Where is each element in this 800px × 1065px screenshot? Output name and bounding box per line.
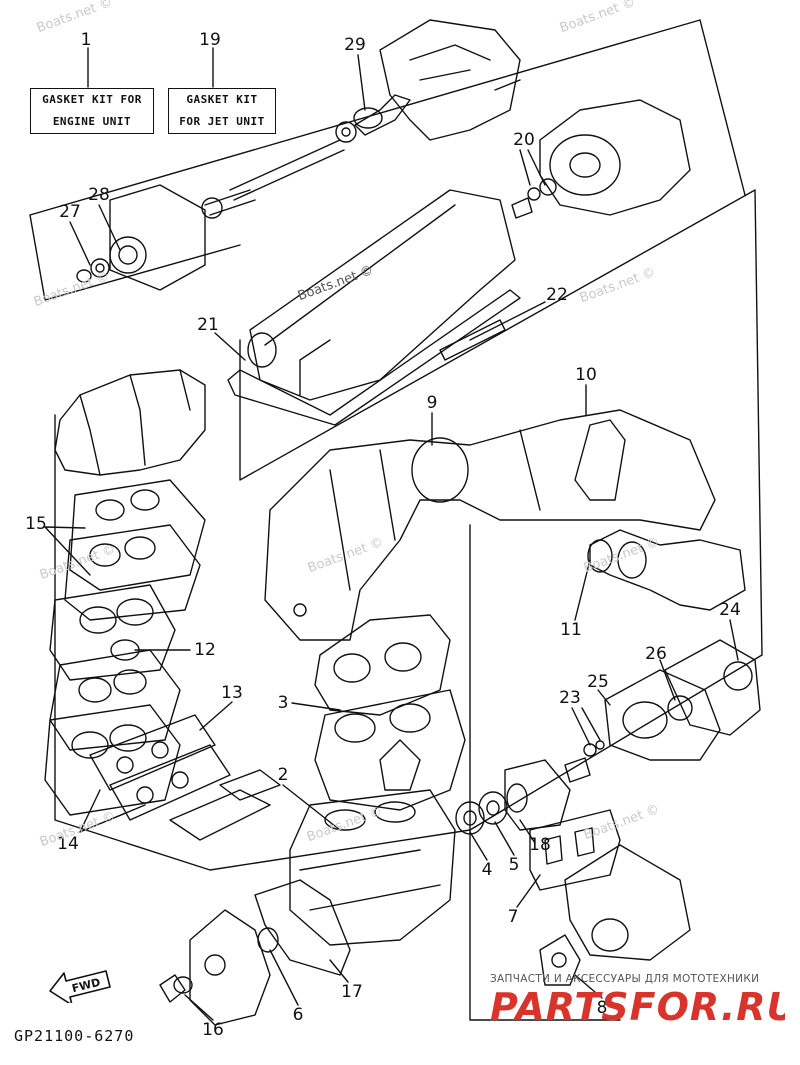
callout-26: 26 bbox=[645, 644, 667, 664]
callout-27: 27 bbox=[59, 202, 81, 222]
leader-27 bbox=[69, 221, 91, 266]
leader-13 bbox=[199, 701, 233, 731]
leader-7 bbox=[516, 874, 541, 908]
leader-18 bbox=[519, 819, 536, 844]
leader-11 bbox=[574, 559, 591, 621]
callout-13: 13 bbox=[221, 683, 243, 703]
callout-17: 17 bbox=[341, 982, 363, 1002]
leader-23 bbox=[571, 707, 601, 746]
callout-25: 25 bbox=[587, 672, 609, 692]
callout-12: 12 bbox=[194, 640, 216, 660]
callout-16: 16 bbox=[202, 1020, 224, 1040]
forward-arrow-icon: FWD bbox=[49, 970, 111, 1003]
callout-23: 23 bbox=[559, 688, 581, 708]
engine-kit-line-2: ENGINE UNIT bbox=[52, 115, 132, 128]
kit-number-jet: 19 bbox=[199, 30, 221, 50]
engine-gasket-kit-label: GASKET KIT FOR ENGINE UNIT bbox=[30, 88, 154, 134]
impeller-housing-drawing bbox=[511, 99, 691, 219]
callout-24: 24 bbox=[719, 600, 741, 620]
partsfor-logo: PARTSFOR.RU bbox=[490, 985, 785, 1029]
pump-seals-drawing bbox=[455, 759, 571, 835]
leader-8 bbox=[574, 974, 603, 999]
kit-number-engine: 1 bbox=[80, 30, 92, 50]
exhaust-chamber-drawing bbox=[264, 409, 716, 641]
jet-kit-line-1: GASKET KIT bbox=[186, 93, 258, 106]
callout-18: 18 bbox=[529, 835, 551, 855]
callout-28: 28 bbox=[88, 185, 110, 205]
muffler-drawing bbox=[54, 369, 206, 476]
engine-kit-line-1: GASKET KIT FOR bbox=[42, 93, 142, 106]
callout-14: 14 bbox=[57, 834, 79, 854]
leader-22 bbox=[469, 301, 546, 341]
callout-11: 11 bbox=[560, 620, 582, 640]
jet-kit-line-2: FOR JET UNIT bbox=[179, 115, 265, 128]
callout-9: 9 bbox=[426, 393, 438, 413]
water-hose-drawing bbox=[587, 529, 746, 611]
flywheel-cover-drawing bbox=[159, 879, 351, 1026]
lower-group-outline bbox=[469, 524, 621, 1021]
leader-16 bbox=[184, 994, 214, 1021]
leader-26 bbox=[659, 659, 676, 701]
drive-shaft-drawing bbox=[76, 19, 521, 291]
leader-4 bbox=[469, 831, 488, 861]
jet-gasket-kit-label: GASKET KIT FOR JET UNIT bbox=[168, 88, 276, 134]
callout-8: 8 bbox=[596, 998, 608, 1018]
leader-20 bbox=[519, 149, 546, 186]
leader-3 bbox=[291, 702, 341, 711]
callout-5: 5 bbox=[508, 855, 520, 875]
callout-29: 29 bbox=[344, 35, 366, 55]
callout-7: 7 bbox=[507, 907, 519, 927]
leader-17 bbox=[329, 959, 349, 983]
callout-2: 2 bbox=[277, 765, 289, 785]
callout-6: 6 bbox=[292, 1005, 304, 1025]
left-group-outline bbox=[54, 414, 471, 871]
leader-14 bbox=[79, 789, 146, 833]
callout-22: 22 bbox=[546, 285, 568, 305]
callout-3: 3 bbox=[277, 693, 289, 713]
engine-group-outline bbox=[239, 189, 763, 831]
intake-manifold-drawing bbox=[529, 809, 691, 986]
leader-5 bbox=[494, 821, 515, 856]
leader-25 bbox=[597, 689, 611, 706]
leader-2 bbox=[282, 784, 341, 831]
logo-wordmark: PARTSFOR.RU bbox=[490, 985, 785, 1029]
jet-duct-drawing bbox=[227, 189, 521, 426]
cylinder-block-drawing bbox=[314, 614, 466, 811]
leader-29 bbox=[357, 54, 366, 111]
jet-unit-group-outline bbox=[29, 19, 746, 301]
leader-6 bbox=[269, 949, 299, 1006]
cylinder-head-gaskets-drawing bbox=[44, 479, 206, 816]
leader-15 bbox=[44, 526, 91, 576]
leader-28 bbox=[98, 204, 121, 251]
callout-10: 10 bbox=[575, 365, 597, 385]
callout-21: 21 bbox=[197, 315, 219, 335]
callout-15: 15 bbox=[25, 514, 47, 534]
diagram-code: GP21100-6270 bbox=[14, 1027, 135, 1045]
leader-24 bbox=[729, 619, 739, 661]
logo-tagline: ЗАПЧАСТИ И АКСЕССУАРЫ ДЛЯ МОТОТЕХНИКИ bbox=[490, 973, 760, 985]
leader-21 bbox=[214, 332, 246, 361]
reed-valve-plates-drawing bbox=[89, 714, 281, 841]
callout-20: 20 bbox=[513, 130, 535, 150]
callout-4: 4 bbox=[481, 860, 493, 880]
